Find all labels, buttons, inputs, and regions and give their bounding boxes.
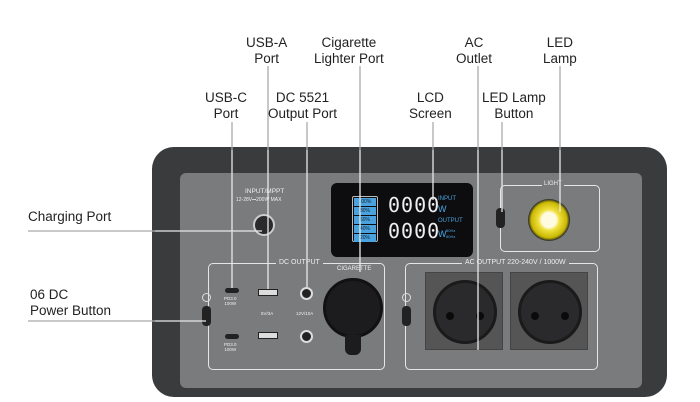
- usb-a-port-2[interactable]: [258, 332, 278, 339]
- lcd-unit-input: W: [438, 204, 447, 214]
- lcd-output-label: OUTPUT: [438, 218, 463, 224]
- light-label: LIGHT: [542, 181, 564, 187]
- lcd-input-value: 0000: [388, 193, 441, 217]
- usbc-spec-2: PD3.0 100W: [224, 342, 237, 352]
- dc-power-button[interactable]: [202, 306, 211, 326]
- dc-spec: 12V/10A: [296, 311, 314, 316]
- callout-led-button: LED Lamp Button: [482, 90, 546, 121]
- callout-dc-power-button: 06 DC Power Button: [30, 287, 112, 318]
- ac-outlet-2[interactable]: [510, 272, 588, 350]
- callout-dc5521: DC 5521 Output Port: [268, 90, 338, 121]
- callout-cigarette: Cigarette Lighter Port: [314, 35, 384, 66]
- callout-led-lamp: LED Lamp: [543, 35, 577, 66]
- dc5521-port-1[interactable]: [300, 287, 313, 300]
- ac-output-label: AC OUTPUT 220-240V / 1000W: [462, 259, 569, 266]
- cigarette-cap: [345, 335, 361, 355]
- usb-a-port-1[interactable]: [258, 289, 278, 296]
- usba-spec: 5V/3A: [261, 311, 274, 316]
- callout-charging-port: Charging Port: [28, 209, 112, 224]
- power-icon: [402, 293, 411, 302]
- cigarette-label: CIGARETTE: [337, 266, 372, 272]
- callout-lcd: LCD Screen: [409, 90, 452, 121]
- callout-ac-outlet: AC Outlet: [456, 35, 493, 66]
- battery-segment: 80%: [354, 207, 376, 215]
- lcd-freq-50: 50Hz: [446, 228, 456, 233]
- ac-outlet-1[interactable]: [425, 272, 503, 350]
- callout-usb-a: USB-A Port: [246, 35, 288, 66]
- battery-segment: 100%: [354, 198, 376, 206]
- usb-c-port-1[interactable]: [225, 288, 239, 293]
- led-lamp: [528, 199, 570, 241]
- battery-segment: 40%: [354, 225, 376, 233]
- ac-power-button[interactable]: [402, 306, 411, 326]
- dc-output-label: DC OUTPUT: [276, 259, 323, 266]
- power-icon: [202, 293, 211, 302]
- input-label: INPUT/MPPT: [245, 188, 285, 195]
- callout-usb-c: USB-C Port: [205, 90, 248, 121]
- usb-c-port-2[interactable]: [225, 334, 239, 339]
- lcd-unit-output: W: [438, 229, 447, 239]
- battery-segment: 20%: [354, 234, 376, 242]
- led-lamp-button[interactable]: [496, 208, 505, 228]
- dc5521-port-2[interactable]: [300, 330, 313, 343]
- lcd-freq-60: 60Hz: [446, 234, 456, 239]
- usbc-spec-1: PD3.0 100W: [224, 296, 237, 306]
- input-spec: 12-28V⎓200W MAX: [236, 197, 282, 203]
- lcd-input-label: INPUT: [438, 196, 456, 202]
- lcd-output-value: 0000: [388, 219, 441, 243]
- battery-segment: 60%: [354, 216, 376, 224]
- battery-indicator: 100%80%60%40%20%: [352, 196, 378, 242]
